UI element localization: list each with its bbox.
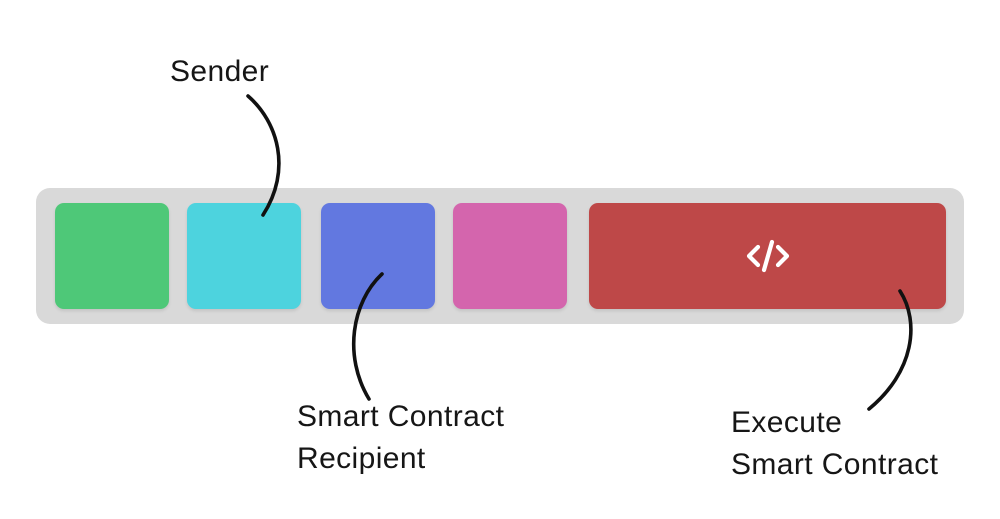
smart-contract-recipient-label: Smart Contract Recipient (297, 396, 504, 480)
code-icon-left-chevron (746, 244, 760, 268)
block-1 (55, 203, 169, 309)
code-icon (743, 235, 793, 277)
block-4 (453, 203, 567, 309)
sender-label: Sender (170, 51, 269, 93)
transaction-bar (36, 188, 964, 324)
sender-label-line: Sender (170, 55, 270, 88)
block-5-execute-smart-contract (589, 203, 946, 309)
block-2-sender (187, 203, 301, 309)
code-icon-right-chevron (775, 244, 789, 268)
block-3-smart-contract-recipient (321, 203, 435, 309)
execute-smart-contract-label: Execute Smart Contract (731, 402, 938, 486)
code-icon-slash (761, 239, 774, 273)
recipient-label-line-2: Recipient (297, 442, 426, 475)
execute-label-line-1: Execute (731, 406, 843, 439)
recipient-label-line-1: Smart Contract (297, 400, 505, 433)
execute-label-line-2: Smart Contract (731, 448, 939, 481)
